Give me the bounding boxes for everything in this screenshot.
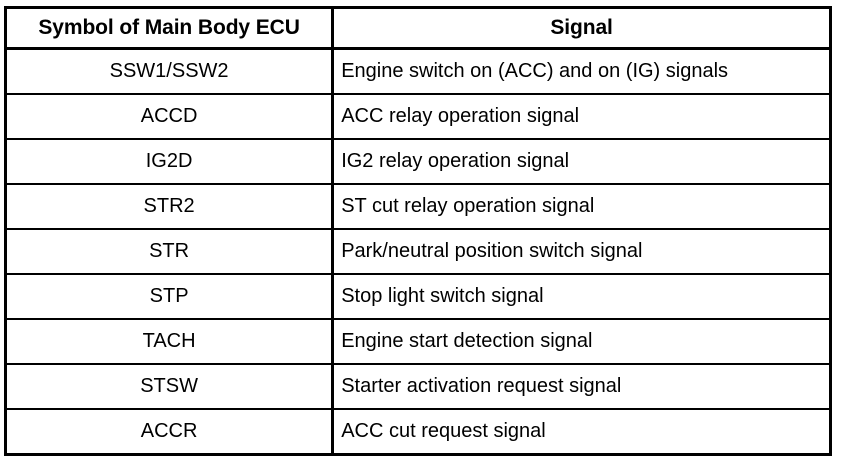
cell-signal: Stop light switch signal bbox=[332, 273, 831, 319]
column-header-symbol: Symbol of Main Body ECU bbox=[5, 7, 335, 50]
table-row: STSW Starter activation request signal bbox=[5, 363, 831, 409]
cell-signal: IG2 relay operation signal bbox=[332, 138, 831, 184]
cell-signal: Park/neutral position switch signal bbox=[332, 228, 831, 274]
cell-symbol: ACCR bbox=[5, 408, 335, 455]
table-body: SSW1/SSW2 Engine switch on (ACC) and on … bbox=[5, 48, 831, 455]
cell-signal: ACC cut request signal bbox=[332, 408, 831, 455]
table-row: ACCD ACC relay operation signal bbox=[5, 93, 831, 139]
table-header: Symbol of Main Body ECU Signal bbox=[5, 7, 831, 50]
cell-symbol: ACCD bbox=[5, 93, 335, 139]
cell-symbol: IG2D bbox=[5, 138, 335, 184]
table-row: ACCR ACC cut request signal bbox=[5, 408, 831, 455]
cell-signal: Engine switch on (ACC) and on (IG) signa… bbox=[332, 48, 831, 94]
cell-signal: ST cut relay operation signal bbox=[332, 183, 831, 229]
table-row: SSW1/SSW2 Engine switch on (ACC) and on … bbox=[5, 48, 831, 94]
cell-symbol: STSW bbox=[5, 363, 335, 409]
ecu-signal-table: Symbol of Main Body ECU Signal SSW1/SSW2… bbox=[4, 6, 832, 456]
cell-symbol: STR bbox=[5, 228, 335, 274]
cell-symbol: TACH bbox=[5, 318, 335, 364]
table-header-row: Symbol of Main Body ECU Signal bbox=[5, 7, 831, 50]
table-row: IG2D IG2 relay operation signal bbox=[5, 138, 831, 184]
table-row: STP Stop light switch signal bbox=[5, 273, 831, 319]
cell-signal: Engine start detection signal bbox=[332, 318, 831, 364]
table-row: STR2 ST cut relay operation signal bbox=[5, 183, 831, 229]
document-page: Symbol of Main Body ECU Signal SSW1/SSW2… bbox=[4, 6, 832, 456]
cell-symbol: SSW1/SSW2 bbox=[5, 48, 335, 94]
cell-symbol: STP bbox=[5, 273, 335, 319]
table-row: TACH Engine start detection signal bbox=[5, 318, 831, 364]
cell-signal: Starter activation request signal bbox=[332, 363, 831, 409]
cell-symbol: STR2 bbox=[5, 183, 335, 229]
cell-signal: ACC relay operation signal bbox=[332, 93, 831, 139]
table-row: STR Park/neutral position switch signal bbox=[5, 228, 831, 274]
column-header-signal: Signal bbox=[332, 7, 831, 50]
